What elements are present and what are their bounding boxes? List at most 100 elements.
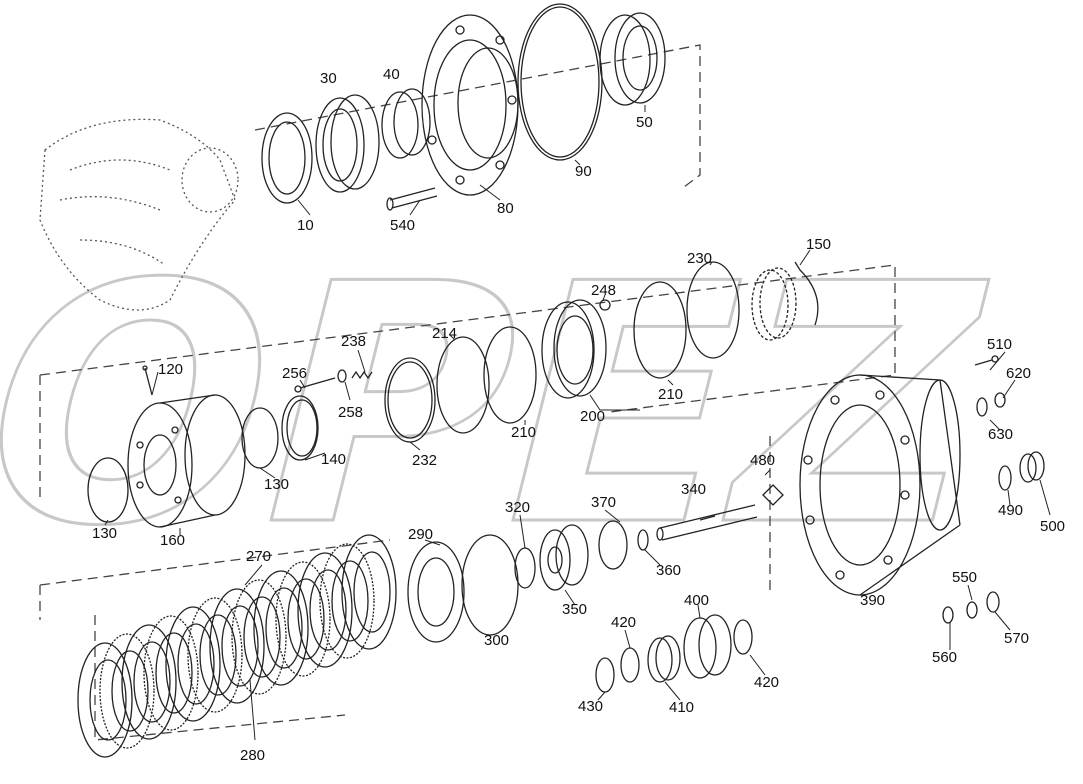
- label-230: 230: [687, 250, 712, 267]
- clutch-disc-bore: [287, 578, 325, 660]
- part-50-tapered-bearing: [599, 12, 666, 106]
- part-350-sun-gear: [539, 524, 589, 591]
- clutch-disc-bore: [89, 659, 127, 741]
- part-400-gear: [683, 614, 732, 679]
- clutch-disc-bore: [199, 614, 237, 696]
- label-360: 360: [656, 562, 681, 579]
- label-10: 10: [297, 217, 314, 234]
- label-270: 270: [246, 548, 271, 565]
- part-630-seal: [976, 397, 988, 417]
- clutch-disc: [319, 543, 375, 659]
- part-420-ring-left: [620, 647, 640, 683]
- clutch-disc-bore: [243, 596, 281, 678]
- label-560: 560: [932, 649, 957, 666]
- part-210-ring-left: [483, 326, 537, 424]
- part-labels: 10 30 40 50 80 90 540 120 130 130 140 15…: [92, 66, 1065, 764]
- label-550: 550: [952, 569, 977, 586]
- part-80-wheel-hub: [421, 14, 519, 196]
- clutch-disc-bore: [265, 587, 303, 669]
- label-390: 390: [860, 592, 885, 609]
- label-400: 400: [684, 592, 709, 609]
- clutch-disc: [143, 615, 199, 731]
- label-210-right: 210: [658, 386, 683, 403]
- part-30-roller-bearing: [315, 94, 380, 193]
- part-420-ring-right: [733, 619, 753, 655]
- axle-housing-sketch: [39, 118, 239, 311]
- label-258: 258: [338, 404, 363, 421]
- clutch-disc: [297, 552, 353, 668]
- label-160: 160: [160, 532, 185, 549]
- part-238-spring: [351, 370, 373, 380]
- label-238: 238: [341, 333, 366, 350]
- label-620: 620: [1006, 365, 1031, 382]
- clutch-disc: [341, 534, 397, 650]
- label-214: 214: [432, 325, 457, 342]
- part-620-valve: [994, 392, 1006, 408]
- part-256-bolt: [294, 377, 336, 393]
- clutch-disc: [275, 561, 331, 677]
- part-550-washer: [966, 601, 978, 619]
- part-340-shaft: [656, 504, 758, 541]
- label-290: 290: [408, 526, 433, 543]
- part-10-seal-ring: [261, 112, 313, 204]
- label-120: 120: [158, 361, 183, 378]
- label-480: 480: [750, 452, 775, 469]
- label-50: 50: [636, 114, 653, 131]
- part-214-ring: [436, 336, 490, 434]
- clutch-disc-bore: [111, 650, 149, 732]
- part-370-snap-ring: [598, 520, 628, 570]
- part-120-pin: [142, 365, 153, 396]
- label-300: 300: [484, 632, 509, 649]
- clutch-disc: [99, 633, 155, 749]
- part-560-nut: [942, 606, 954, 624]
- label-340: 340: [681, 481, 706, 498]
- clutch-disc-bore: [331, 560, 369, 642]
- clutch-disc-bore: [221, 605, 259, 687]
- label-630: 630: [988, 426, 1013, 443]
- group-frames: [39, 44, 896, 741]
- clutch-disc-bore: [177, 623, 215, 705]
- part-200-piston: [541, 299, 607, 399]
- clutch-disc-bore: [353, 551, 391, 633]
- part-150-clip: [794, 261, 819, 326]
- label-350: 350: [562, 601, 587, 618]
- label-500: 500: [1040, 518, 1065, 535]
- part-300-ring: [461, 534, 519, 636]
- label-130-right: 130: [264, 476, 289, 493]
- part-410-bearing: [647, 635, 681, 683]
- clutch-disc: [121, 624, 177, 740]
- label-430: 430: [578, 698, 603, 715]
- label-90: 90: [575, 163, 592, 180]
- label-370: 370: [591, 494, 616, 511]
- part-130-ring-left: [87, 457, 129, 523]
- label-30: 30: [320, 70, 337, 87]
- part-360-ring: [637, 529, 649, 551]
- clutch-disc: [187, 597, 243, 713]
- label-420-right: 420: [754, 674, 779, 691]
- label-140: 140: [321, 451, 346, 468]
- label-232: 232: [412, 452, 437, 469]
- label-410: 410: [669, 699, 694, 716]
- part-40-bearing-race: [381, 88, 431, 159]
- part-230-ring: [686, 261, 740, 359]
- part-160-planet-carrier: [127, 394, 246, 528]
- clutch-disc: [209, 588, 265, 704]
- label-320: 320: [505, 499, 530, 516]
- label-540: 540: [390, 217, 415, 234]
- clutch-disc: [253, 570, 309, 686]
- label-200: 200: [580, 408, 605, 425]
- part-430-ring: [595, 657, 615, 693]
- part-480-plug: [762, 484, 784, 506]
- leader-lines: [104, 105, 1051, 741]
- label-420-left: 420: [611, 614, 636, 631]
- label-280: 280: [240, 747, 265, 764]
- clutch-disc-bore: [155, 632, 193, 714]
- label-210-left: 210: [511, 424, 536, 441]
- part-490-seal: [998, 465, 1012, 491]
- label-570: 570: [1004, 630, 1029, 647]
- label-248: 248: [591, 282, 616, 299]
- part-140-snap-ring: [281, 395, 319, 461]
- label-40: 40: [383, 66, 400, 83]
- clutch-disc: [165, 606, 221, 722]
